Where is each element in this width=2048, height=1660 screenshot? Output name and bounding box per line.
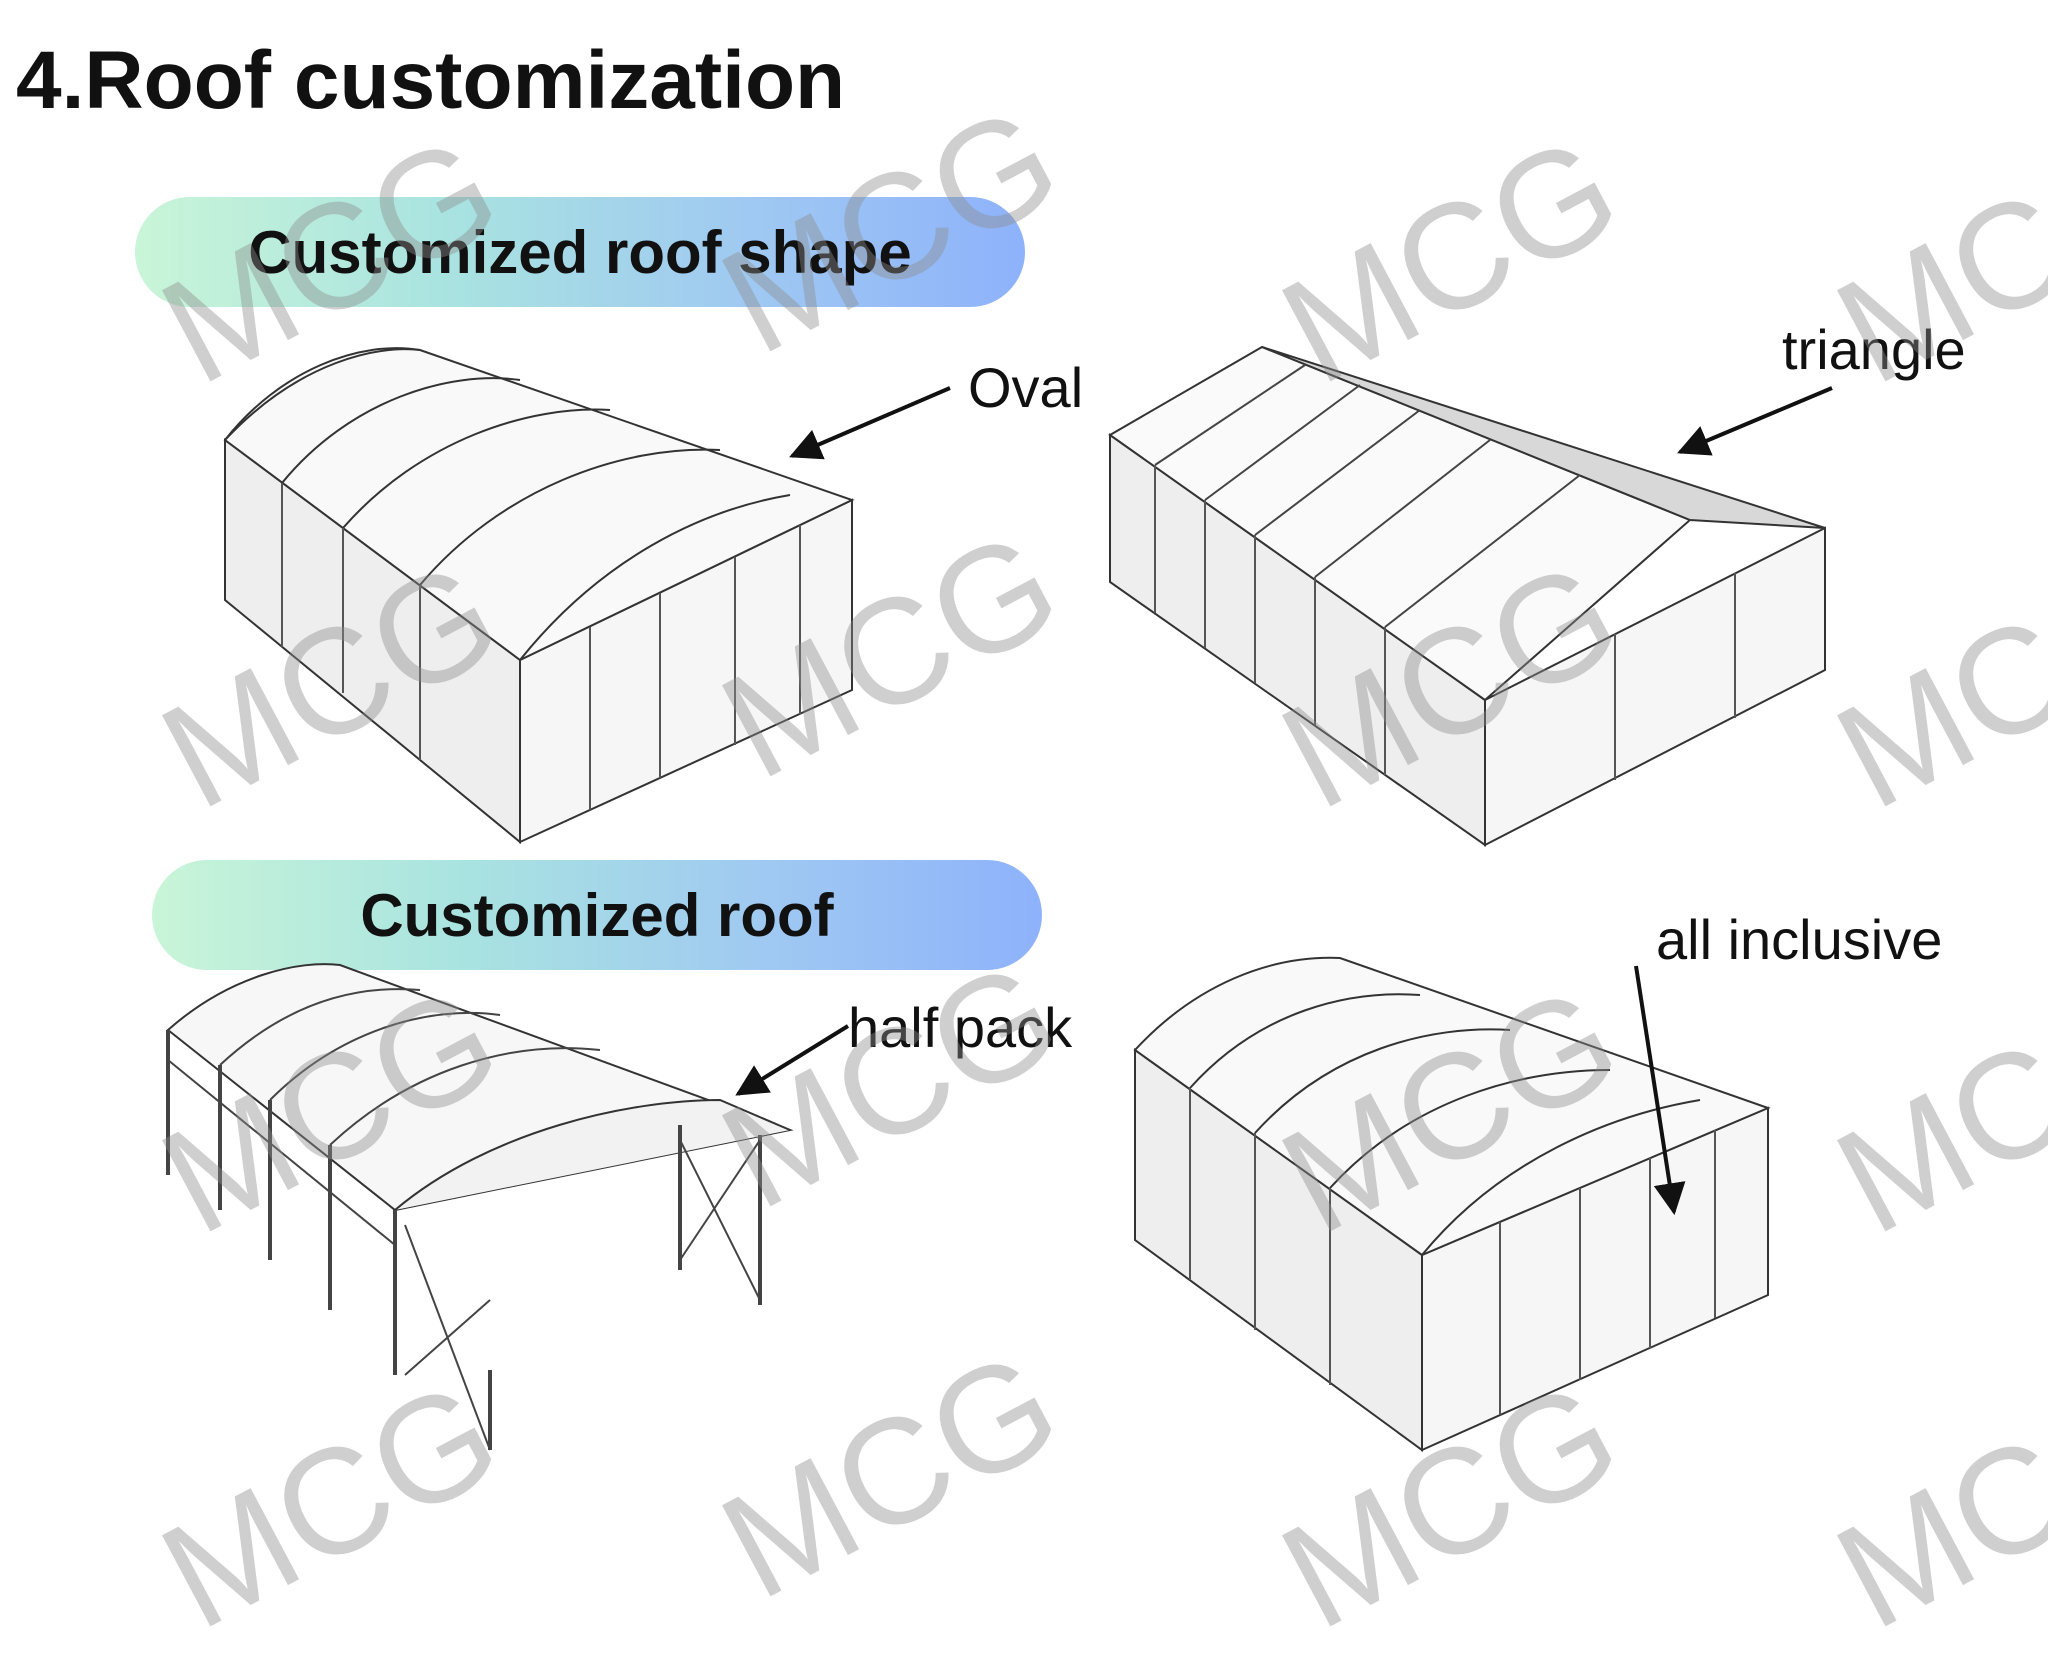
section-heading-roof-text: Customized roof <box>360 881 834 949</box>
label-triangle: triangle <box>1782 318 1966 381</box>
tent-illustrations <box>166 345 1833 1452</box>
half-pack-tent-illustration <box>166 963 794 1451</box>
label-half-pack: half pack <box>848 996 1073 1059</box>
triangle-tent-illustration <box>1108 345 1826 847</box>
page-title: 4.Roof customization <box>16 35 846 126</box>
section-heading-roof: Customized roof <box>152 860 1042 970</box>
oval-arrow <box>789 386 951 460</box>
oval-tent-illustration <box>223 347 855 845</box>
section-heading-roof-shape: Customized roof shape <box>135 197 1025 307</box>
section-heading-roof-shape-text: Customized roof shape <box>248 218 912 286</box>
triangle-arrow <box>1677 386 1833 456</box>
label-all-inclusive: all inclusive <box>1656 908 1943 971</box>
all-inclusive-arrow <box>1634 965 1686 1216</box>
half-pack-arrow <box>735 1024 850 1096</box>
label-oval: Oval <box>968 356 1084 419</box>
